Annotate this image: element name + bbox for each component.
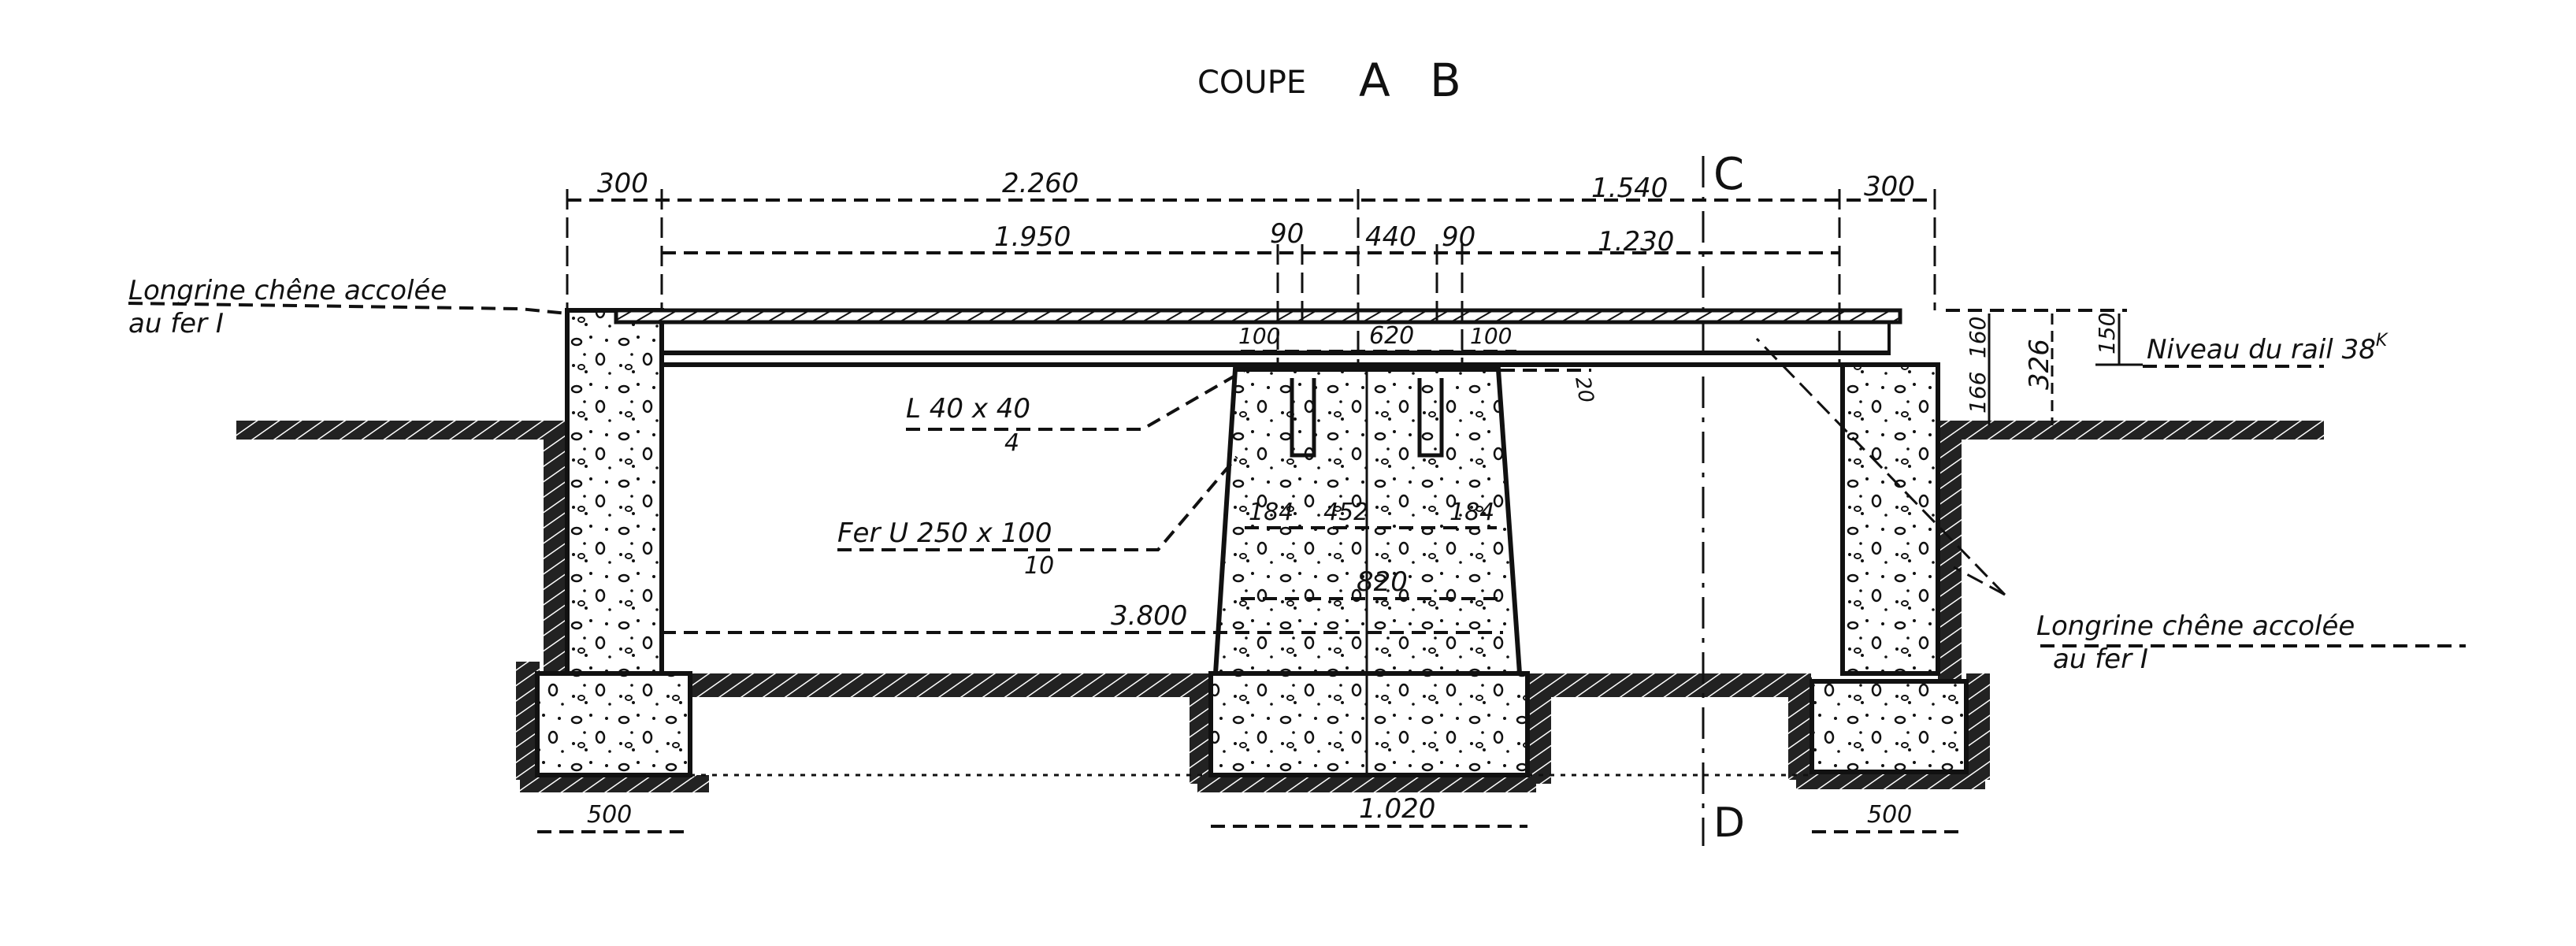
title-prefix: COUPE bbox=[1197, 65, 1306, 101]
label-channel-thickness: 10 bbox=[1024, 552, 1054, 580]
dim-20: 20 bbox=[1570, 375, 1598, 405]
dim-left-clear: 1.950 bbox=[994, 221, 1071, 253]
label-angle-iron: L 40 x 40 bbox=[906, 393, 1030, 425]
dim-pier-top-left: 100 bbox=[1238, 323, 1280, 349]
title-a: A bbox=[1359, 54, 1390, 107]
dim-pier-top-center: 620 bbox=[1369, 322, 1414, 350]
title-b: B bbox=[1430, 54, 1461, 107]
dim-right-clear: 1.230 bbox=[1598, 226, 1674, 258]
dim-150: 150 bbox=[2094, 313, 2120, 354]
extension-lines bbox=[566, 189, 1936, 369]
dim-pier-mid-left: 184 bbox=[1249, 499, 1294, 526]
dim-pier-width: 820 bbox=[1357, 566, 1408, 598]
dim-160: 160 bbox=[1965, 317, 1991, 358]
dim-left-footing: 500 bbox=[587, 801, 632, 829]
label-rail-level: Niveau du rail 38K bbox=[2147, 331, 2389, 365]
leader-lines bbox=[128, 302, 2466, 647]
ground bbox=[236, 421, 2324, 792]
rail-level-text: Niveau du rail 38 bbox=[2147, 334, 2376, 365]
dim-center: 440 bbox=[1365, 221, 1416, 253]
dim-left-span: 2.260 bbox=[1002, 168, 1078, 199]
left-abutment bbox=[535, 308, 692, 777]
dim-gap-left: 90 bbox=[1270, 218, 1304, 250]
dim-pier-mid-center: 452 bbox=[1323, 499, 1368, 526]
dim-166: 166 bbox=[1965, 372, 1991, 414]
dim-pier-mid-right: 184 bbox=[1449, 499, 1494, 526]
dimension-lines bbox=[537, 198, 2324, 833]
right-abutment bbox=[1810, 362, 1969, 774]
label-longrine-left: Longrine chêne accolée bbox=[128, 275, 447, 306]
dim-gap-right: 90 bbox=[1442, 221, 1475, 253]
label-channel-iron: Fer U 250 x 100 bbox=[837, 518, 1052, 549]
dim-right-wall: 300 bbox=[1864, 171, 1915, 202]
label-longrine-right: Longrine chêne accolée bbox=[2036, 610, 2355, 642]
dim-right-footing: 500 bbox=[1867, 801, 1912, 829]
dim-right-span: 1.540 bbox=[1591, 173, 1668, 204]
dim-326: 326 bbox=[2024, 339, 2055, 390]
dim-pier-top-right: 100 bbox=[1470, 323, 1512, 349]
drawing-title: COUPE A B bbox=[1197, 54, 1461, 107]
rail-level-sup: K bbox=[2376, 331, 2389, 351]
label-longrine-right-fer: au fer I bbox=[2053, 644, 2148, 675]
dim-pier-footing: 1.020 bbox=[1359, 793, 1435, 825]
section-mark-c: C bbox=[1713, 149, 1744, 200]
label-angle-iron-thickness: 4 bbox=[1004, 429, 1019, 457]
dim-left-wall: 300 bbox=[597, 168, 648, 199]
dim-clear-span: 3.800 bbox=[1111, 600, 1187, 632]
label-longrine-left-fer: au fer I bbox=[128, 308, 224, 339]
section-mark-d: D bbox=[1713, 799, 1745, 847]
